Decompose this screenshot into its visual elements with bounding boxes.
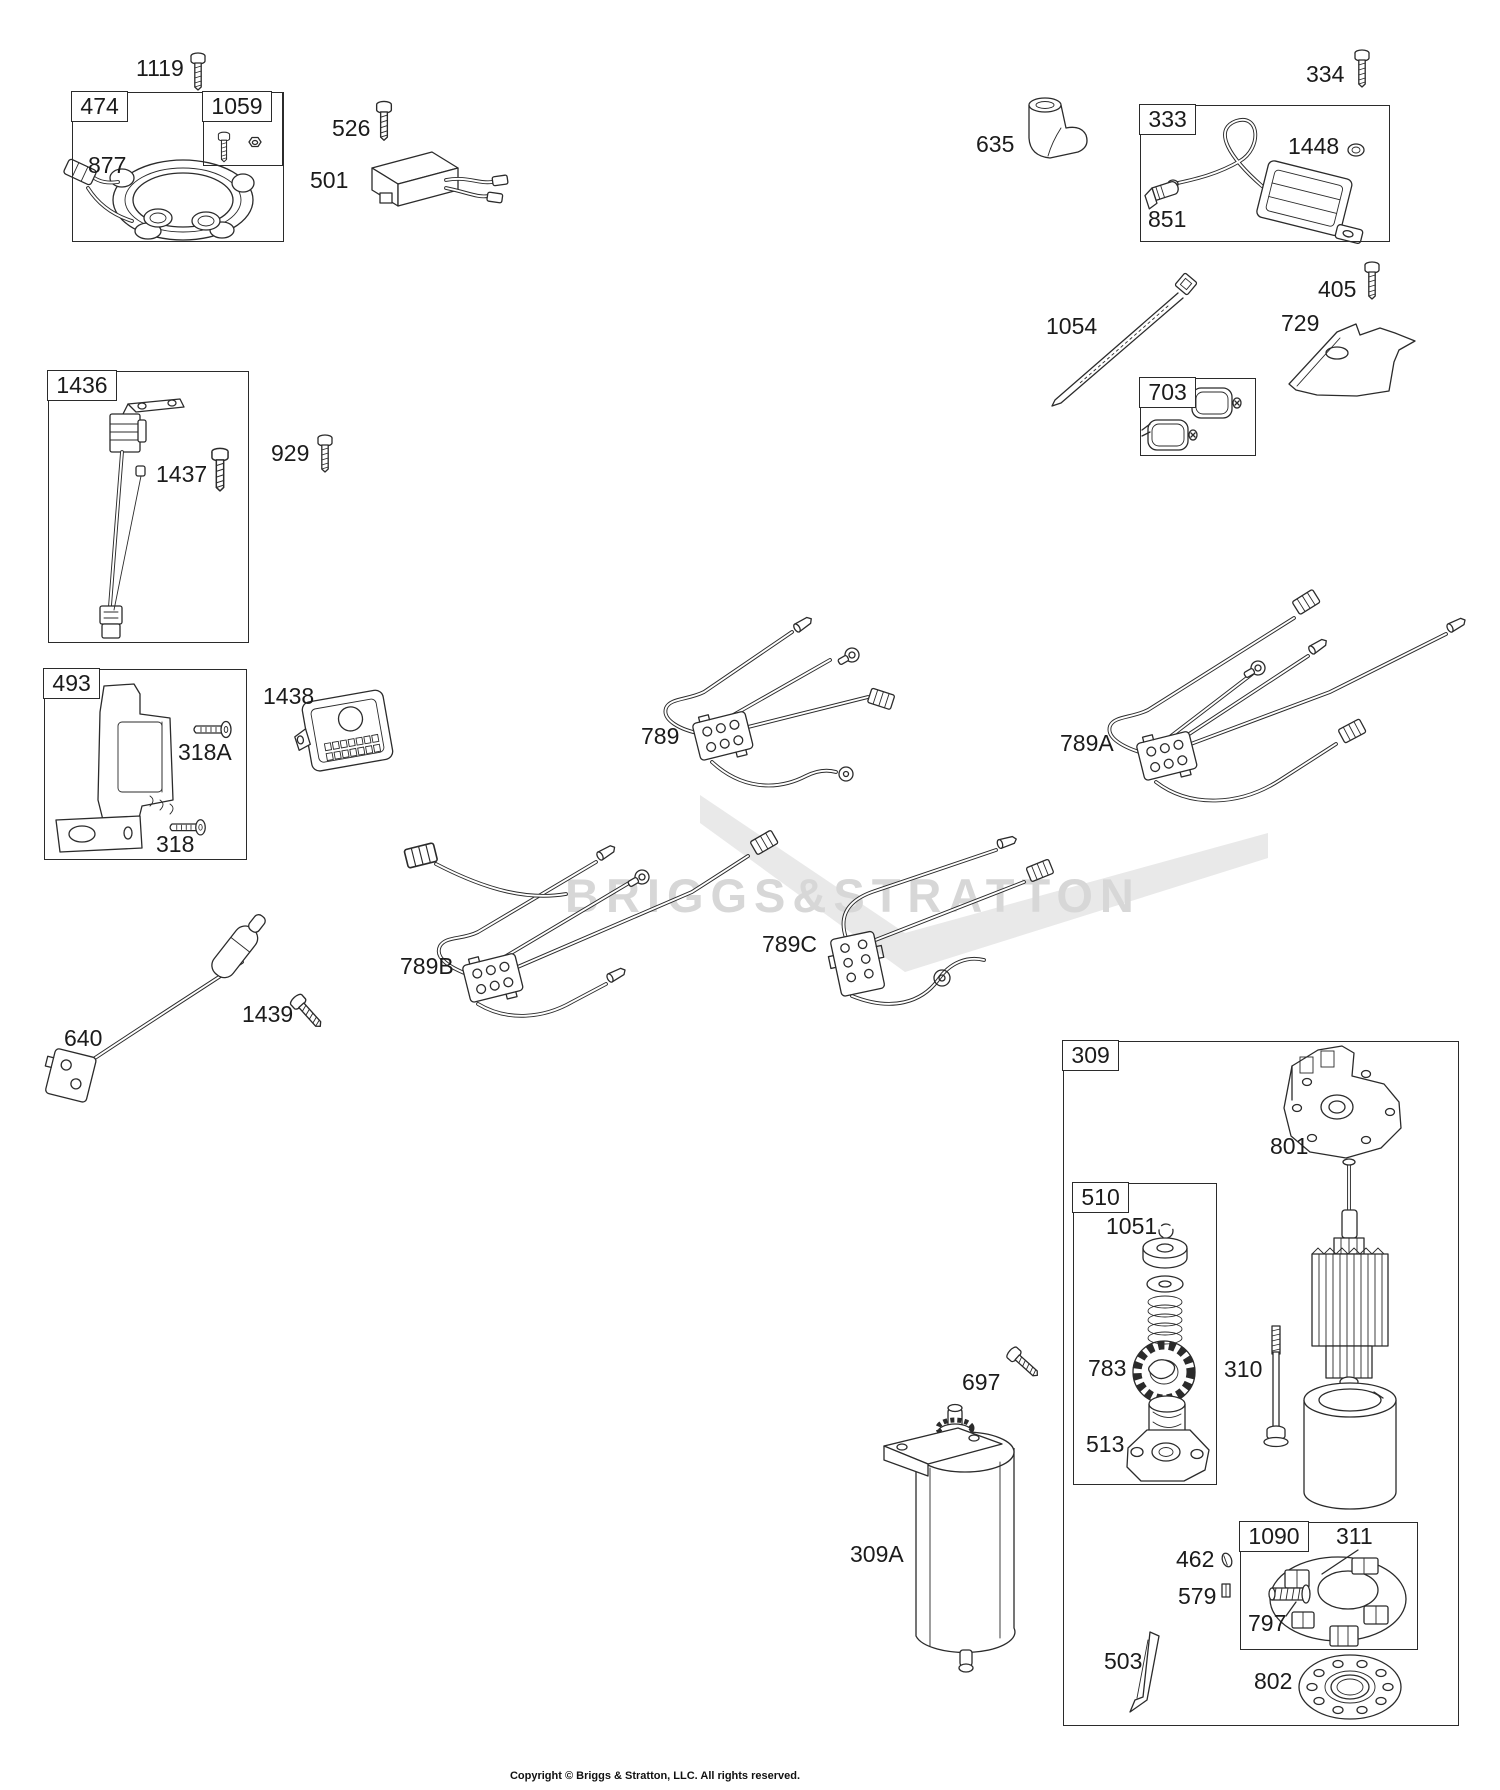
part-label-462: 462 [1176,1546,1215,1572]
screw-697 [1004,1344,1043,1382]
part-label-789A: 789A [1060,730,1114,756]
end-cap-drawing-802 [1298,1654,1402,1720]
terminal-stud-drawing-797 [1268,1584,1311,1617]
part-label-318A: 318A [178,739,232,765]
briggs-stratton-watermark: BRIGGS&STRATTON [565,795,1268,972]
ignition-coil-drawing-333 [1144,117,1365,244]
bracket-drawing-801 [1283,1045,1402,1159]
part-label-1437: 1437 [156,461,208,487]
part-label-877: 877 [88,152,127,178]
part-label-309A: 309A [850,1541,904,1567]
group-box-tag-309: 309 [1062,1040,1119,1071]
copyright-text: Copyright © Briggs & Stratton, LLC. All … [509,1770,801,1782]
group-box-tag-493: 493 [43,668,100,699]
part-label-802: 802 [1254,1668,1293,1694]
group-box-tag-510: 510 [1072,1182,1129,1213]
screw-1439 [288,991,327,1032]
part-label-318: 318 [156,831,195,857]
starter-motor-drawing-309A [883,1403,1016,1673]
boot-drawing-635 [1028,97,1088,159]
retainer-drawing-1051 [1142,1223,1188,1345]
group-box-tag-333: 333 [1139,104,1196,135]
group-box-1436: 1436 [47,370,249,643]
part-label-929: 929 [271,440,310,466]
part-label-635: 635 [976,131,1015,157]
part-label-526: 526 [332,115,371,141]
drive-cap-drawing-513 [1126,1395,1210,1482]
part-label-501: 501 [310,167,349,193]
cable-tie-drawing-1054 [1051,272,1198,407]
part-label-789C: 789C [762,931,817,957]
part-label-1438: 1438 [263,683,315,709]
screw-1119 [190,52,206,91]
part-label-310: 310 [1224,1356,1263,1382]
part-label-783: 783 [1088,1355,1127,1381]
group-box-309: 309 [1062,1040,1459,1726]
group-box-1059: 1059 [202,91,283,166]
part-label-1051: 1051 [1106,1213,1158,1239]
clip-drawing-462 [1221,1552,1233,1568]
part-label-1439: 1439 [242,1001,294,1027]
part-label-789B: 789B [400,953,454,979]
armature-drawing [1311,1158,1389,1388]
harness-drawing-789B [403,829,779,1018]
module-drawing-1438 [294,689,394,772]
part-label-640: 640 [64,1025,103,1051]
washer-drawing-1448 [1347,143,1365,157]
watermark-text: BRIGGS&STRATTON [565,869,1141,922]
stator-drawing-877 [63,158,255,241]
part-label-1119: 1119 [136,55,184,81]
group-box-333: 333 [1139,104,1390,242]
cable-drawing-640 [44,914,266,1103]
bracket-drawing-493 [55,683,174,853]
brush-holder-drawing-311 [1269,1549,1407,1647]
harness-drawing-789A [1107,588,1468,803]
group-box-510: 510 [1072,1182,1217,1485]
sensor-drawing-1436 [99,398,185,639]
part-label-851: 851 [1148,206,1187,232]
part-label-513: 513 [1086,1431,1125,1457]
part-label-801: 801 [1270,1133,1309,1159]
bolt-drawing-310 [1263,1325,1289,1448]
group-box-tag-474: 474 [71,91,128,122]
part-label-1448: 1448 [1288,133,1340,159]
screw-526 [375,100,393,141]
group-box-474: 474 [71,91,284,242]
part-label-579: 579 [1178,1583,1217,1609]
group-box-1090: 1090 [1239,1521,1418,1650]
part-label-729: 729 [1281,310,1320,336]
harness-drawing-789C [824,834,1055,1006]
screw-929 [317,434,333,473]
group-box-493: 493 [43,668,247,860]
housing-drawing [1303,1382,1397,1510]
part-label-334: 334 [1306,61,1345,87]
part-label-503: 503 [1104,1648,1143,1674]
screw-334 [1354,49,1370,88]
part-label-789: 789 [641,723,680,749]
group-box-tag-703: 703 [1139,377,1196,408]
part-label-1054: 1054 [1046,313,1098,339]
group-box-703: 703 [1139,377,1256,456]
harness-drawing-789 [663,614,896,788]
part-label-697: 697 [962,1369,1001,1395]
guard-drawing-729 [1288,323,1416,397]
group-box-tag-1436: 1436 [47,370,117,401]
part-label-311: 311 [1336,1523,1373,1549]
brush-drawing-579 [1221,1583,1231,1598]
part-label-405: 405 [1318,276,1357,302]
terminal-drawing-851 [1144,180,1179,210]
module-drawing-501 [371,151,509,207]
strip-drawing-503 [1129,1631,1160,1713]
screw-405 [1364,261,1380,300]
group-box-tag-1090: 1090 [1239,1521,1309,1552]
part-label-797: 797 [1248,1610,1287,1636]
group-box-tag-1059: 1059 [202,91,272,122]
